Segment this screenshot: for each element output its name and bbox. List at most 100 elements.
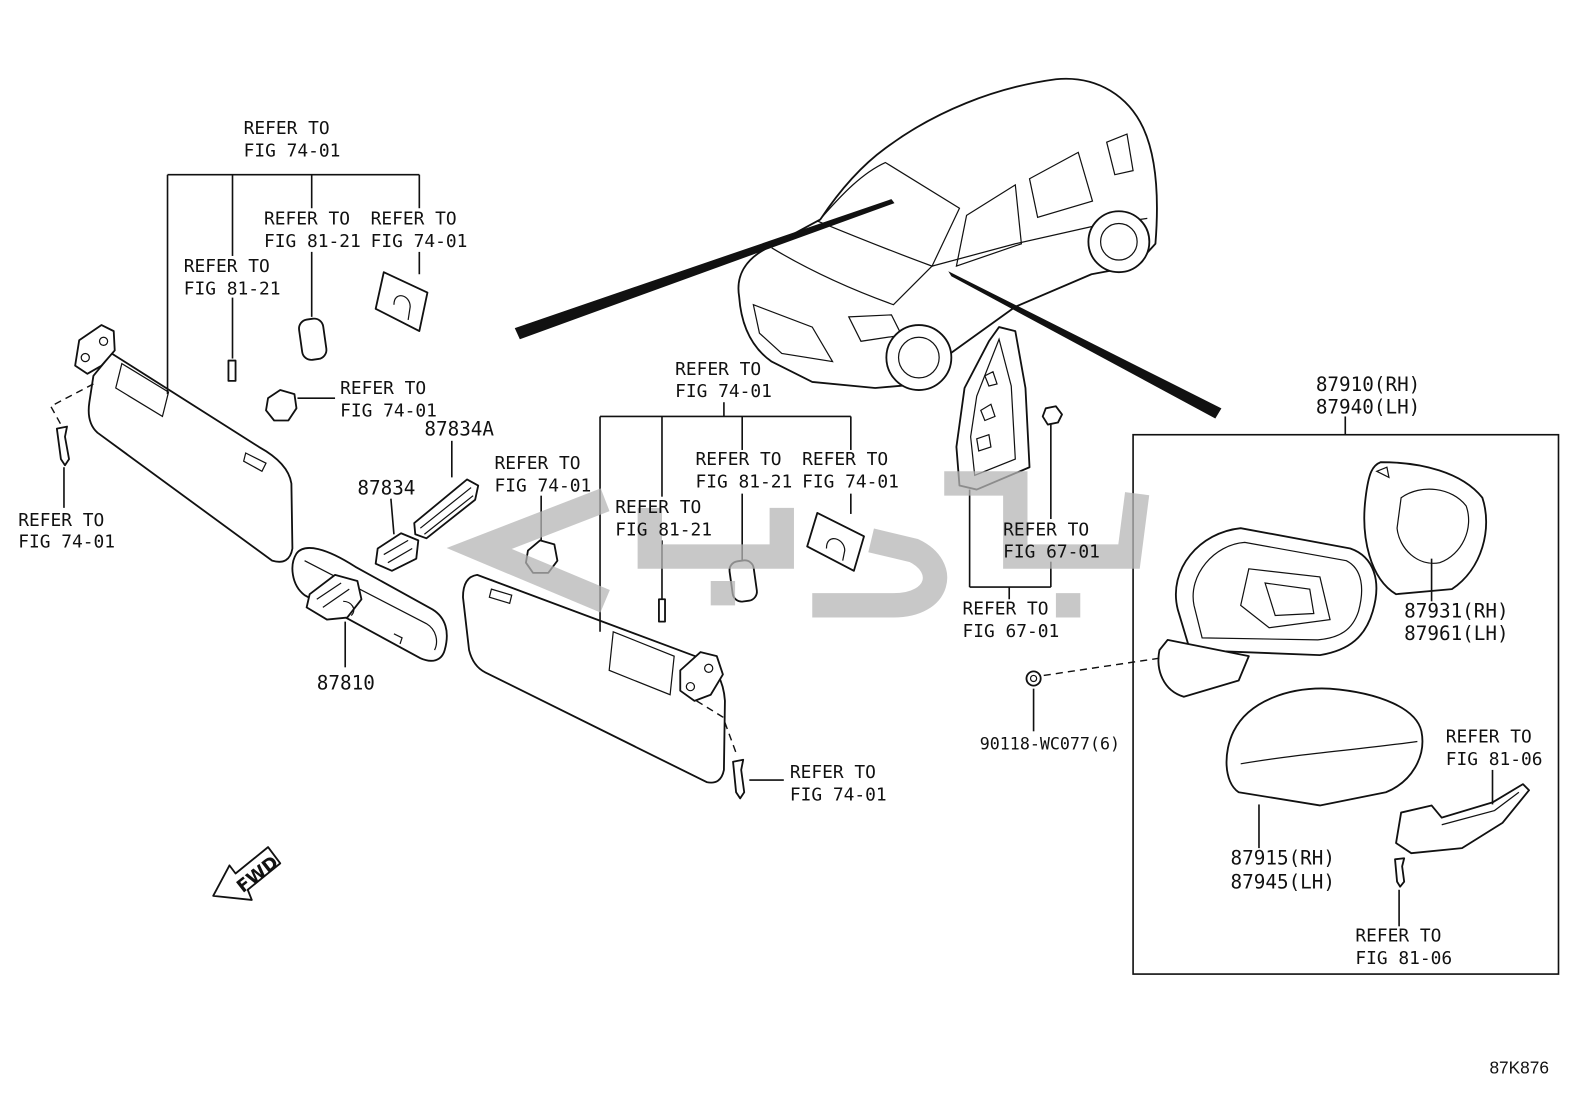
right-screw-dashline [696, 700, 738, 756]
callout-line: FIG 74-01 [675, 381, 772, 402]
watermark-stroke [637, 507, 794, 569]
vehicle-front-hub [897, 336, 940, 379]
vehicle-quarter-window [1105, 133, 1134, 176]
mirror-cover-edge [1240, 740, 1418, 765]
right-mirror-pad [806, 512, 865, 572]
turn-signal-lens [1441, 791, 1520, 826]
callout-line: REFER TO [184, 256, 270, 277]
part-number-87834: 87834 [357, 477, 415, 500]
fwd-arrow-icon [212, 846, 282, 901]
callout-line: FIG 74-01 [802, 472, 899, 493]
part-number-87834a: 87834A [424, 418, 494, 441]
mirror-nut-hole [1029, 674, 1038, 683]
right-visor-hinge [679, 651, 724, 702]
mirror-housing-inner [1192, 541, 1363, 641]
right-pad-arch [825, 538, 846, 561]
callout-turn-signal-screw: REFER TO FIG 81-06 [1355, 926, 1452, 969]
callout-line: REFER TO [802, 449, 888, 470]
inner-mirror-button [393, 633, 403, 645]
callout-clip-left: REFER TO FIG 74-01 [340, 378, 437, 421]
inner-mirror-edge [304, 560, 438, 651]
callout-line: REFER TO [1355, 926, 1441, 947]
callout-line: FIG 81-21 [615, 519, 712, 540]
left-mirror-pad [374, 271, 429, 333]
callout-line: REFER TO [371, 208, 457, 229]
top-bracket-leaders [63, 173, 421, 508]
center-visor-group [462, 512, 865, 800]
pointer-wedge-right [948, 271, 1222, 419]
callout-line: FIG 74-01 [371, 231, 468, 252]
callout-line: FIG 67-01 [963, 621, 1060, 642]
right-sun-visor [462, 573, 726, 784]
callout-clip-center: REFER TO FIG 74-01 [494, 453, 591, 496]
mirror-cover [1225, 687, 1424, 807]
vehicle-rear-window [1028, 151, 1094, 219]
left-hinge-bolt [80, 352, 90, 363]
outer-mirror-group [1025, 416, 1560, 975]
door-garnish-clip [1041, 405, 1063, 426]
callout-top-bracket: REFER TO FIG 74-01 [244, 118, 341, 161]
left-screw-dashline [49, 383, 94, 425]
watermark-stroke [446, 488, 610, 613]
callout-line: FIG 74-01 [18, 531, 115, 552]
left-visor-vanity [115, 362, 170, 418]
callout-garnish-bracket: REFER TO FIG 67-01 [963, 599, 1060, 642]
callout-line: FIG 81-06 [1355, 948, 1452, 969]
callout-ring-right: REFER TO FIG 81-21 [695, 449, 792, 492]
callout-line: FIG 74-01 [244, 140, 341, 161]
nut-dashline [1043, 657, 1160, 677]
mirror-cover-87834-rib [383, 539, 413, 564]
mirror-nut [1025, 670, 1042, 687]
left-visor-holder [265, 389, 298, 422]
callout-line: FIG 81-21 [695, 472, 792, 493]
part-number-87810: 87810 [317, 672, 375, 695]
door-frame-garnish [955, 326, 1031, 491]
mirror-cover-87834a-rib [419, 487, 474, 535]
part-number-mirror-glass: 87931(RH) 87961(LH) [1404, 600, 1508, 645]
vehicle-front-wheel [885, 324, 953, 391]
watermark-stroke [812, 528, 948, 618]
inner-mirror-mount [305, 573, 363, 621]
leader [390, 498, 395, 535]
callout-line: REFER TO [494, 453, 580, 474]
callout-screw-right: REFER TO FIG 74-01 [790, 762, 887, 805]
callout-pad-right: REFER TO FIG 74-01 [802, 449, 899, 492]
callout-screw-left: REFER TO FIG 74-01 [18, 510, 115, 552]
vehicle-rear-hub [1099, 222, 1138, 261]
callout-line: REFER TO [340, 378, 426, 399]
callout-mid-bracket: REFER TO FIG 74-01 [675, 359, 772, 402]
vehicle-hood-line [771, 247, 933, 306]
part-number-lh: 87945(LH) [1231, 871, 1335, 894]
pointer-wedge-left [514, 199, 895, 340]
callout-clip-door: REFER TO FIG 67-01 [1003, 519, 1100, 562]
right-visor-end-pin [488, 588, 513, 605]
callout-line: REFER TO [1003, 519, 1089, 540]
mirror-glass-tab [1375, 466, 1390, 479]
callout-line: REFER TO [695, 449, 781, 470]
fwd-arrow: FWD [212, 846, 283, 901]
mirror-base [1157, 638, 1250, 698]
mirror-cover-87834 [374, 532, 420, 572]
mirror-actuator [1240, 568, 1331, 629]
callout-line: FIG 74-01 [340, 400, 437, 421]
callout-line: REFER TO [675, 359, 761, 380]
part-number-nut: 90118-WC077(6) [980, 735, 1120, 754]
vehicle-rear-wheel [1087, 210, 1151, 274]
callout-line: REFER TO [18, 510, 104, 531]
mirror-glass-holder [1396, 488, 1470, 564]
right-visor-vanity [608, 630, 675, 696]
door-garnish-clip-holes [976, 370, 998, 452]
callout-line: FIG 81-21 [184, 279, 281, 300]
door-garnish-group [955, 326, 1063, 600]
callout-line: REFER TO [264, 208, 350, 229]
left-visor-end-pin [242, 452, 267, 473]
right-hinge-bolt [685, 681, 696, 692]
vehicle-grille [752, 303, 834, 363]
vehicle-outline [737, 77, 1158, 391]
callout-line: FIG 67-01 [1003, 542, 1100, 563]
callout-line: REFER TO [963, 599, 1049, 620]
inner-mirror-mount-detail [316, 582, 355, 616]
left-pad-arch [393, 295, 411, 321]
mirror-glass [1363, 461, 1488, 596]
diagram-reference-id: 87K876 [1489, 1058, 1548, 1078]
